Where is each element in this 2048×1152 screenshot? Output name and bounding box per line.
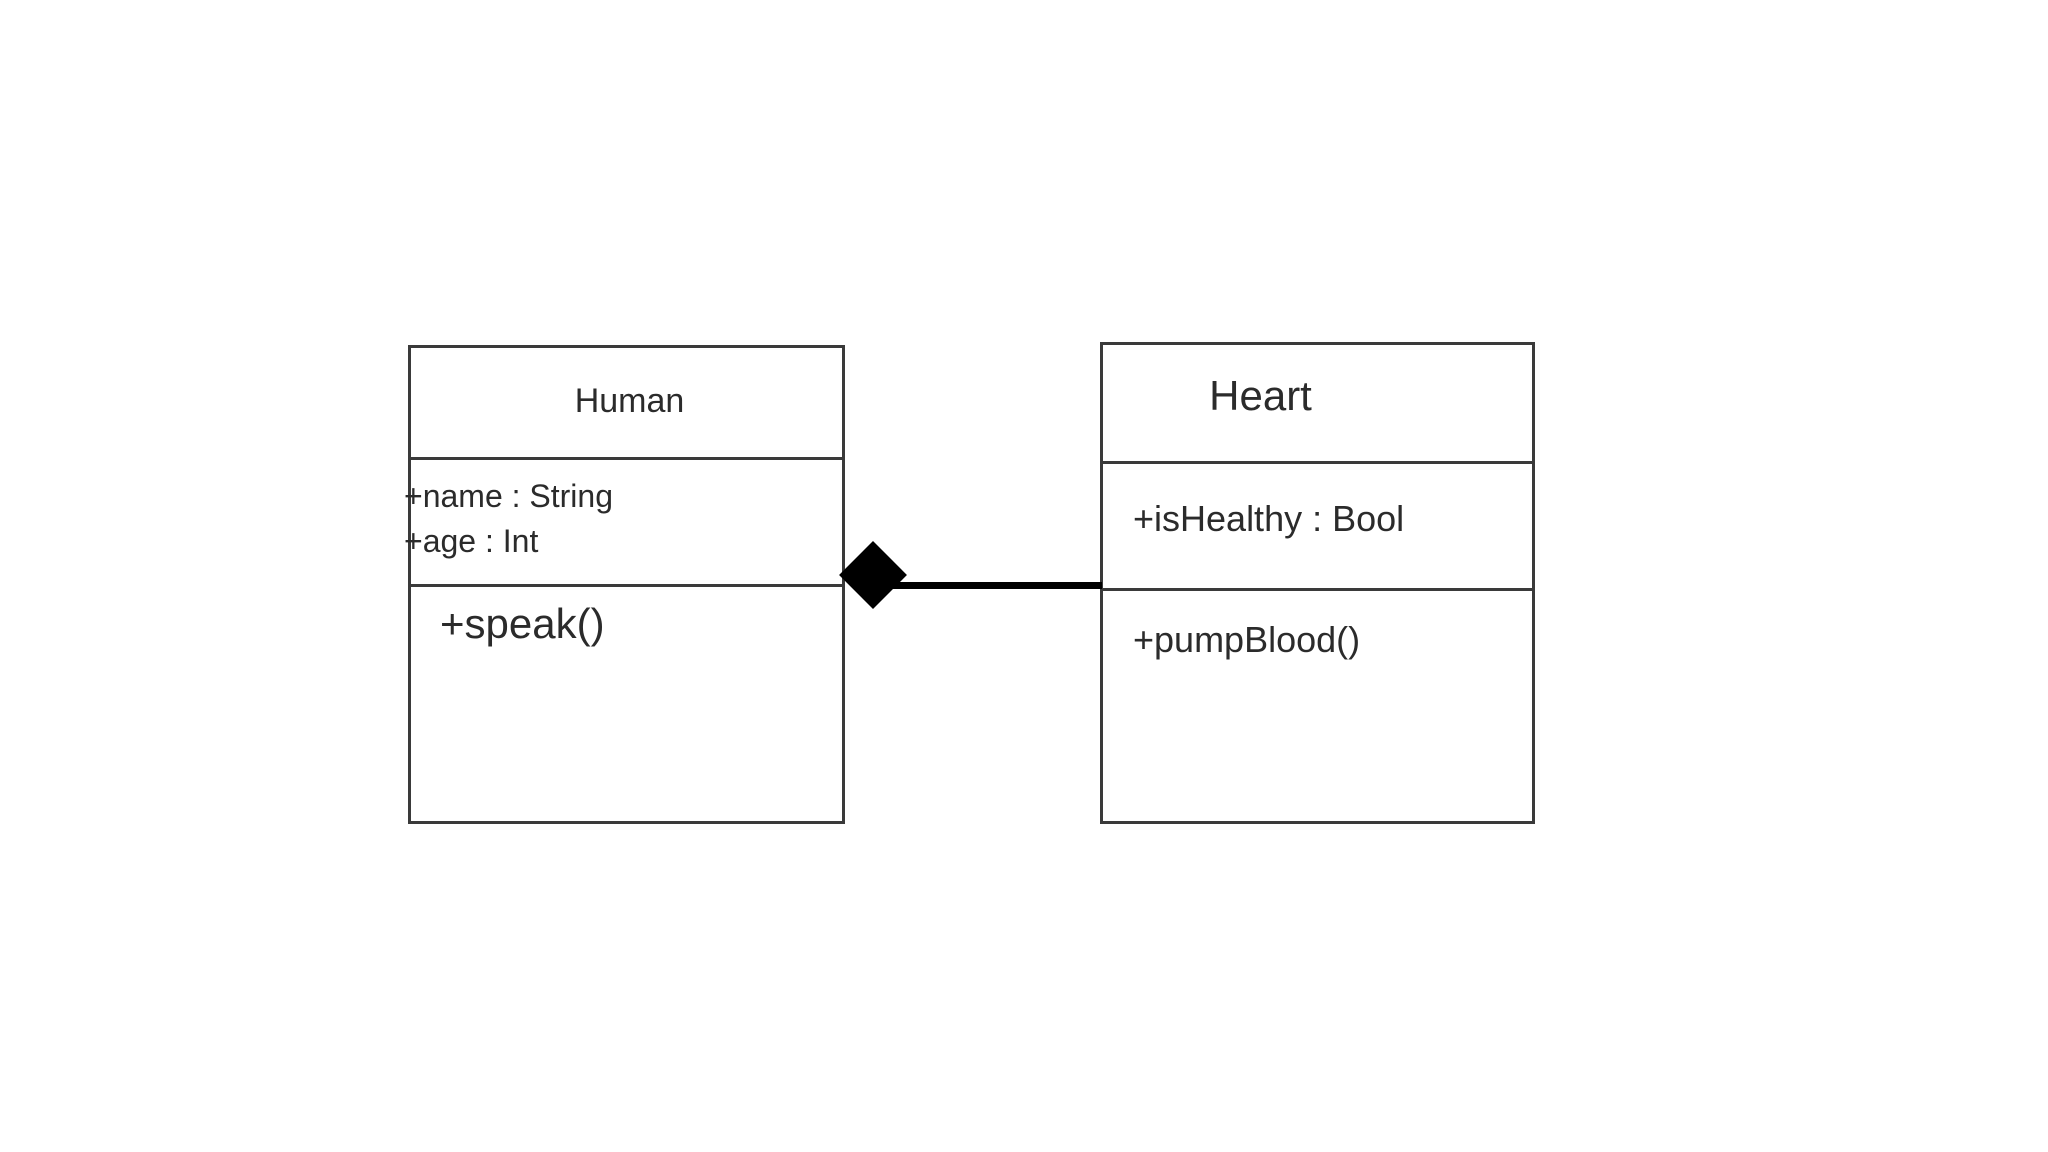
attributes-compartment-heart: +isHealthy : Bool [1103, 461, 1532, 588]
attribute-row: +name : String [404, 478, 613, 514]
class-name-heart: Heart [1209, 372, 1312, 419]
filled-diamond-icon [839, 541, 907, 609]
class-name-human: Human [574, 382, 685, 420]
attribute-row: +isHealthy : Bool [1133, 498, 1405, 539]
attributes-compartment-human: +name : String +age : Int [404, 457, 842, 584]
class-box-human[interactable]: Human +name : String +age : Int +speak() [404, 345, 845, 824]
method-row: +pumpBlood() [1133, 619, 1361, 660]
methods-compartment-heart: +pumpBlood() [1103, 588, 1532, 824]
methods-compartment-human: +speak() [411, 584, 842, 824]
class-box-heart[interactable]: Heart +isHealthy : Bool +pumpBlood() [1100, 342, 1535, 824]
attribute-row: +age : Int [404, 523, 539, 559]
method-row: +speak() [440, 600, 605, 647]
composition-connector-line[interactable] [884, 582, 1102, 589]
